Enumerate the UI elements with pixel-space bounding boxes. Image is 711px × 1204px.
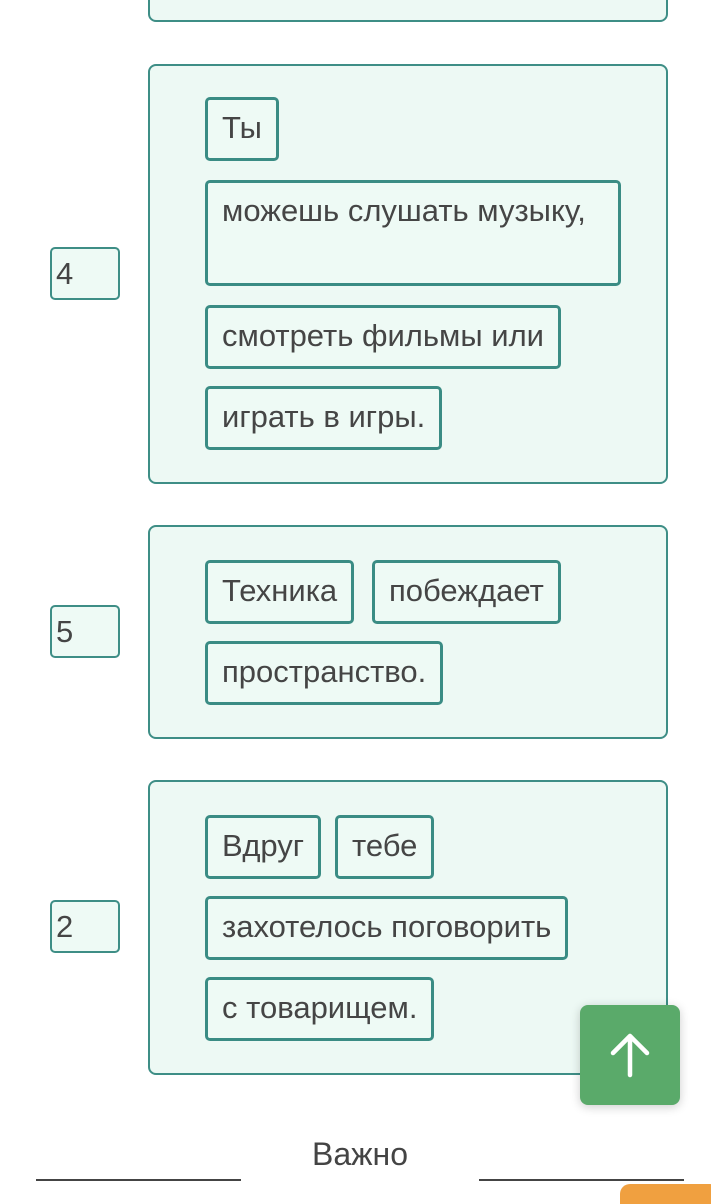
divider (479, 1179, 684, 1181)
scroll-to-top-button[interactable] (580, 1005, 680, 1105)
word-chip[interactable]: Ты (205, 97, 279, 161)
order-number-input[interactable]: 4 (50, 247, 120, 300)
word-chip[interactable]: Вдруг (205, 815, 322, 879)
divider (36, 1179, 241, 1181)
word-chip[interactable]: можешь слушать музыку, (205, 180, 621, 286)
word-chip[interactable]: захотелось поговорить (205, 896, 569, 960)
word-chip[interactable]: Техника (205, 560, 355, 624)
answer-group: Ты можешь слушать музыку, смотреть фильм… (148, 64, 668, 484)
word-chip[interactable]: тебе (335, 815, 435, 879)
word-chip[interactable]: побеждает (372, 560, 561, 624)
answer-group: Техника побеждает пространство. (148, 525, 668, 739)
word-chip[interactable]: смотреть фильмы или (205, 305, 561, 369)
section-title: Важно (311, 1136, 408, 1172)
floating-button-edge[interactable] (620, 1184, 711, 1204)
arrow-up-icon (610, 1033, 650, 1078)
order-number-input[interactable]: 2 (50, 900, 120, 953)
word-chip[interactable]: пространство. (205, 641, 444, 705)
answer-group-previous (148, 0, 668, 22)
word-chip[interactable]: с товарищем. (205, 977, 435, 1041)
order-number-input[interactable]: 5 (50, 605, 120, 658)
word-chip[interactable]: играть в игры. (205, 386, 443, 450)
answer-group: Вдруг тебе захотелось поговорить с товар… (148, 780, 668, 1075)
